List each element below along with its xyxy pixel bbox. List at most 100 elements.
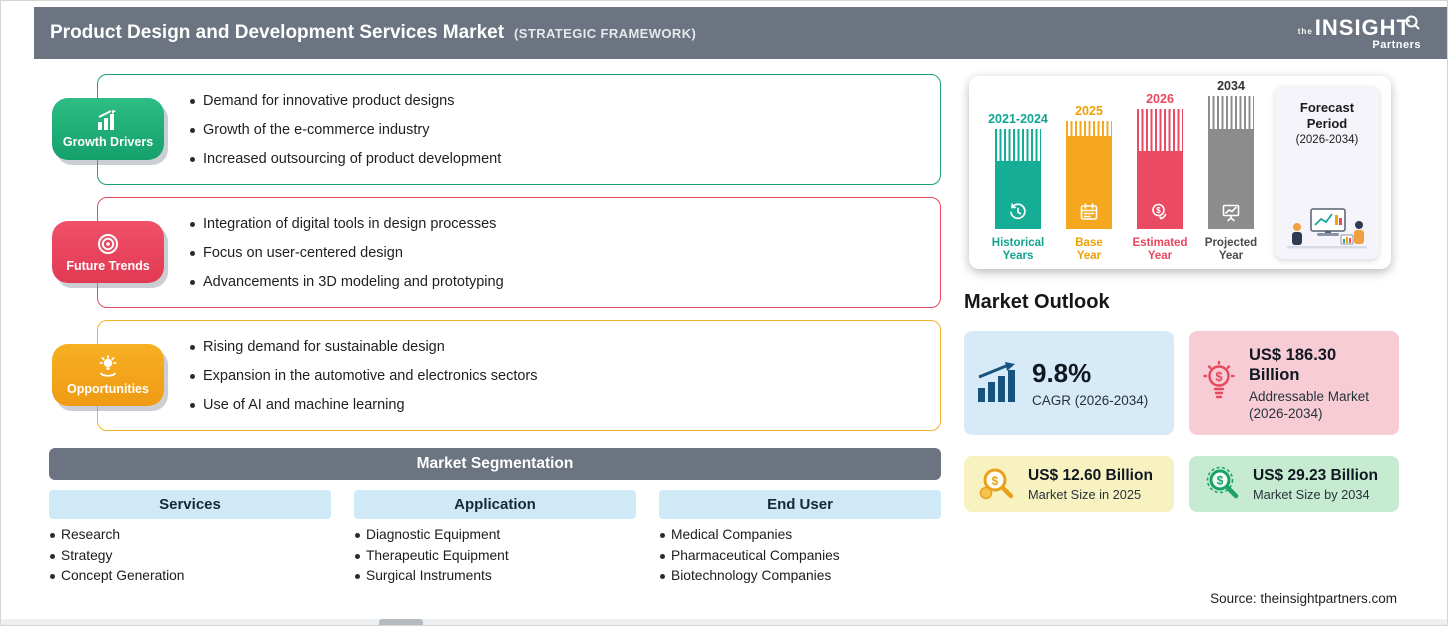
growth-drivers-panel: Demand for innovative product designs Gr… — [97, 74, 941, 185]
forecast-period-panel: Forecast Period (2026-2034) — [1275, 86, 1379, 259]
bar-stripes — [1137, 109, 1183, 151]
size-2025-value: US$ 12.60 Billion — [1028, 466, 1153, 484]
svg-text:$: $ — [1217, 474, 1224, 488]
bar-solid: $ — [1137, 151, 1183, 229]
logo-insight-text: INSIGHT — [1314, 15, 1411, 40]
addressable-value: US$ 186.30 Billion — [1249, 345, 1337, 384]
addressable-market-card: $ US$ 186.30 Billion Addressable Market … — [1189, 331, 1399, 435]
list-item: Diagnostic Equipment — [354, 525, 636, 546]
size-2034-label: Market Size by 2034 — [1253, 486, 1370, 502]
badge-label: Growth Drivers — [62, 134, 154, 149]
opportunities-badge: Opportunities — [52, 344, 164, 406]
target-icon — [98, 233, 118, 254]
bar-stripes — [995, 129, 1041, 161]
badge-label: Opportunities — [67, 381, 149, 396]
addressable-label: Addressable Market — [1249, 388, 1370, 404]
list-item: Demand for innovative product designs — [190, 92, 920, 110]
calendar-icon — [1080, 203, 1098, 220]
logo-the-text: the — [1297, 27, 1313, 36]
end-user-list: Medical Companies Pharmaceutical Compani… — [659, 525, 941, 587]
svg-text:$: $ — [1156, 206, 1161, 215]
opportunities-panel: Rising demand for sustainable design Exp… — [97, 320, 941, 431]
future-trends-panel: Integration of digital tools in design p… — [97, 197, 941, 308]
bar-stripes — [1208, 96, 1254, 129]
growth-drivers-badge: Growth Drivers — [52, 98, 164, 160]
list-item: Growth of the e-commerce industry — [190, 121, 920, 139]
size-2034-value: US$ 29.23 Billion — [1253, 466, 1378, 484]
coin-dollar-icon: $ — [1152, 203, 1167, 220]
cagr-value: 9.8% — [1032, 357, 1092, 388]
future-trends-badge: Future Trends — [52, 221, 164, 283]
bar-stripes — [1066, 121, 1112, 136]
forecast-line2: Period — [1306, 116, 1348, 131]
year-label: 2025 — [1075, 104, 1103, 118]
year-label: 2021-2024 — [988, 112, 1048, 126]
magnifier-icon — [1405, 15, 1420, 30]
list-item: Expansion in the automotive and electron… — [190, 367, 920, 385]
cagr-bars-icon — [978, 362, 1015, 402]
forecast-range: (2026-2034) — [1295, 134, 1359, 146]
application-list: Diagnostic Equipment Therapeutic Equipme… — [354, 525, 636, 587]
page-title: Product Design and Development Services … — [50, 22, 505, 43]
list-item: Rising demand for sustainable design — [190, 338, 920, 356]
year-label: 2026 — [1146, 92, 1174, 106]
list-item: Integration of digital tools in design p… — [190, 215, 920, 233]
page-subtitle: (STRATEGIC FRAMEWORK) — [514, 25, 697, 41]
lightbulb-hand-icon — [99, 354, 117, 377]
list-item: Medical Companies — [659, 525, 941, 546]
market-size-2025-card: $ US$ 12.60 Billion Market Size in 2025 — [964, 456, 1174, 512]
header-bar: Product Design and Development Services … — [34, 7, 1447, 59]
list-item: Research — [49, 525, 331, 546]
column-header-application: Application — [354, 490, 636, 519]
addressable-range: (2026-2034) — [1249, 405, 1323, 421]
list-item: Strategy — [49, 546, 331, 567]
svg-text:$: $ — [1215, 369, 1223, 384]
svg-text:$: $ — [992, 474, 999, 488]
bottom-track — [1, 619, 1447, 625]
magnifier-dollar-icon: $ — [1206, 466, 1239, 499]
list-item: Biotechnology Companies — [659, 566, 941, 587]
column-header-end-user: End User — [659, 490, 941, 519]
list-item: Advancements in 3D modeling and prototyp… — [190, 273, 920, 291]
brand-logo: the INSIGHT Partners — [1298, 15, 1421, 51]
bar-chart-icon — [98, 109, 116, 130]
list-item: Therapeutic Equipment — [354, 546, 636, 567]
list-item: Use of AI and machine learning — [190, 396, 920, 414]
year-label: 2034 — [1217, 79, 1245, 93]
source-text: Source: theinsightpartners.com — [1210, 591, 1397, 606]
list-item: Increased outsourcing of product develop… — [190, 150, 920, 168]
bar-solid — [1208, 129, 1254, 229]
badge-label: Future Trends — [66, 258, 150, 273]
scrollbar-thumb[interactable] — [379, 619, 423, 625]
magnifier-coins-icon: $ — [979, 468, 1014, 500]
presentation-chart-icon — [1222, 204, 1240, 222]
list-item: Focus on user-centered design — [190, 244, 920, 262]
cagr-card: 9.8% CAGR (2026-2034) — [964, 331, 1174, 435]
column-header-services: Services — [49, 490, 331, 519]
forecast-illustration — [1287, 208, 1367, 249]
forecast-line1: Forecast — [1299, 100, 1355, 115]
bar-solid — [1066, 136, 1112, 229]
list-item: Pharmaceutical Companies — [659, 546, 941, 567]
bulb-dollar-icon: $ — [1203, 360, 1235, 399]
market-outlook-heading: Market Outlook — [964, 291, 1110, 313]
services-list: Research Strategy Concept Generation — [49, 525, 331, 587]
list-item: Concept Generation — [49, 566, 331, 587]
market-size-2034-card: $ US$ 29.23 Billion Market Size by 2034 — [1189, 456, 1399, 512]
logo-partners-text: Partners — [1372, 39, 1421, 51]
history-clock-icon — [1010, 203, 1026, 220]
cagr-label: CAGR (2026-2034) — [1032, 392, 1149, 408]
size-2025-label: Market Size in 2025 — [1028, 486, 1142, 502]
bar-solid — [995, 161, 1041, 229]
list-item: Surgical Instruments — [354, 566, 636, 587]
